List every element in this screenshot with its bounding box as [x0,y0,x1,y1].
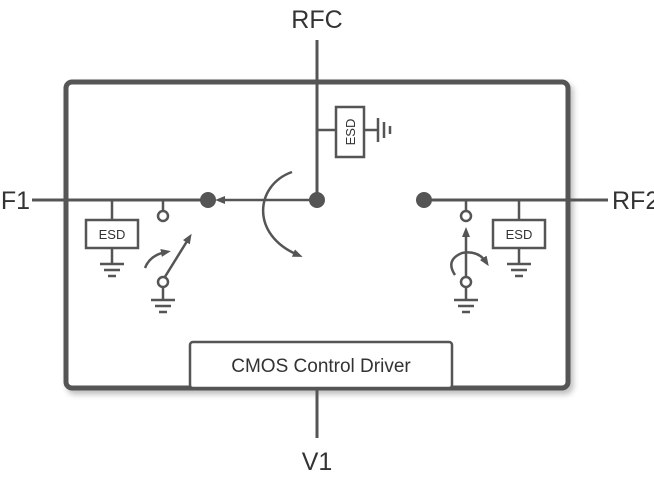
rf2-esd-ground-icon [507,262,531,278]
rf1-esd-label: ESD [99,227,126,242]
rfc-label: RFC [291,6,342,34]
rf2-rotate-arc [450,251,489,276]
rf1-rotate-arc [143,248,171,269]
rf2-esd-label: ESD [506,227,533,242]
switch-rotation-arrow [261,170,303,257]
rf2-label: RF2 [612,187,654,215]
rfc-esd-label: ESD [343,119,358,146]
v1-label: V1 [302,448,333,476]
rf2-shunt-contact [459,209,473,223]
rfc-ground-icon [376,118,392,142]
rf1-label: RF1 [0,187,30,215]
rf1-shunt-contact [156,209,170,223]
rf2-shunt-ground-icon [454,298,478,314]
rf1-shunt-ground-icon [151,298,175,314]
rf1-shunt-blade [161,233,192,281]
rf2-shunt-pivot [459,275,473,289]
rf1-shunt-pivot [156,275,170,289]
cmos-driver-label: CMOS Control Driver [231,356,411,377]
rf1-node [200,192,216,208]
rf1-esd-ground-icon [100,262,124,278]
rf2-esd-box [491,218,547,250]
rf1-esd-box [84,218,140,250]
cmos-driver-box [188,340,454,390]
rfc-esd-box [334,105,366,159]
